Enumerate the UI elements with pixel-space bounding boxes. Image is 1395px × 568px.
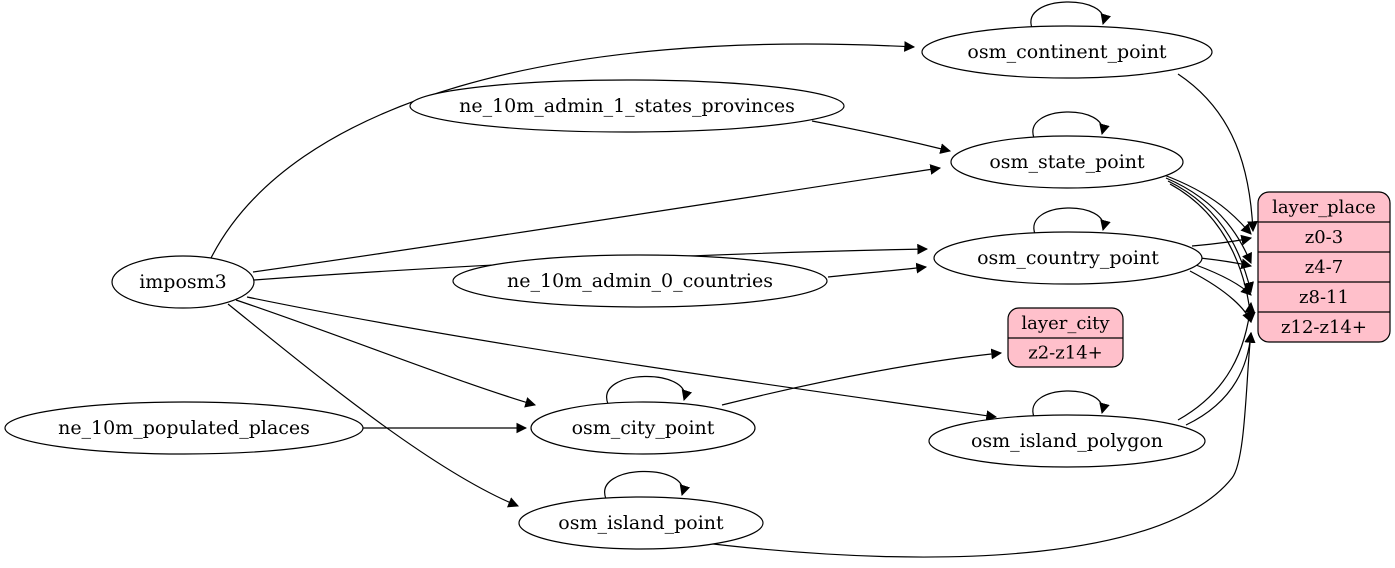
edge-osm_city_point-to-layer_city-z2-z14+ bbox=[721, 348, 1003, 406]
record-row-layer_place-z0-3: z0-3 bbox=[1305, 227, 1343, 248]
edge-osm_island_polygon-to-osm_island_polygon bbox=[1032, 390, 1110, 418]
edge-imposm3-to-osm_island_polygon bbox=[246, 296, 998, 421]
record-title-layer_place: layer_place bbox=[1272, 197, 1376, 218]
node-ellipse-osm_city_point bbox=[530, 401, 756, 455]
node-label-ne_10m_admin_0_countries: ne_10m_admin_0_countries bbox=[507, 270, 773, 292]
node-osm_island_polygon: osm_island_polygon bbox=[928, 414, 1206, 468]
edges-layer bbox=[209, 1, 1258, 558]
edge-osm_state_point-to-osm_state_point bbox=[1032, 111, 1110, 139]
node-label-osm_island_point: osm_island_point bbox=[558, 512, 724, 534]
node-label-osm_continent_point: osm_continent_point bbox=[967, 41, 1167, 63]
record-layer_place: layer_place z0-3 z4-7 z8-11 z12-z14+ bbox=[1257, 191, 1391, 343]
edge-osm_city_point-to-osm_city_point bbox=[606, 375, 693, 405]
edge-osm_country_point-to-layer_place-z4-7 bbox=[1199, 257, 1253, 270]
edge-osm_island_point-to-layer_place-z12-z14+ bbox=[695, 331, 1256, 558]
record-title-layer_city: layer_city bbox=[1021, 313, 1110, 334]
node-label-imposm3: imposm3 bbox=[139, 271, 227, 293]
node-ne_10m_populated_places: ne_10m_populated_places bbox=[4, 401, 364, 455]
node-osm_continent_point: osm_continent_point bbox=[921, 25, 1213, 79]
edge-osm_state_point-to-layer_place-z4-7 bbox=[1165, 177, 1252, 264]
node-ellipse-osm_continent_point bbox=[921, 25, 1213, 79]
edge-osm_state_point-to-layer_place-z0-3 bbox=[1163, 174, 1252, 235]
edge-osm_country_point-to-layer_place-z8-11 bbox=[1195, 264, 1252, 296]
record-box-layer_place bbox=[1257, 191, 1391, 343]
node-ellipse-osm_island_polygon bbox=[928, 414, 1206, 468]
node-label-osm_island_polygon: osm_island_polygon bbox=[971, 430, 1163, 452]
edge-imposm3-to-osm_state_point bbox=[252, 164, 942, 273]
edge-osm_country_point-to-layer_place-z0-3 bbox=[1191, 234, 1253, 247]
node-label-ne_10m_populated_places: ne_10m_populated_places bbox=[58, 417, 310, 439]
record-row-layer_place-z12-z14+: z12-z14+ bbox=[1281, 317, 1367, 338]
node-osm_country_point: osm_country_point bbox=[933, 231, 1203, 285]
edge-osm_country_point-to-layer_place-z12-z14+ bbox=[1189, 270, 1253, 323]
edge-osm_island_point-to-osm_island_point bbox=[604, 470, 691, 500]
node-osm_city_point: osm_city_point bbox=[530, 401, 756, 455]
node-imposm3: imposm3 bbox=[111, 255, 255, 309]
record-row-layer_city-z2-z14+: z2-z14+ bbox=[1028, 343, 1103, 364]
node-label-ne_10m_admin_1_states_provinces: ne_10m_admin_1_states_provinces bbox=[459, 95, 795, 117]
edge-osm_continent_point-to-layer_place-z0-3 bbox=[1177, 73, 1258, 233]
record-layer_city: layer_city z2-z14+ bbox=[1007, 307, 1124, 368]
node-ne_10m_admin_0_countries: ne_10m_admin_0_countries bbox=[452, 254, 828, 308]
edge-osm_island_polygon-to-layer_place-z8-11 bbox=[1177, 301, 1256, 421]
node-ellipse-ne_10m_admin_1_states_provinces bbox=[409, 79, 845, 133]
node-label-osm_country_point: osm_country_point bbox=[977, 247, 1159, 269]
edge-imposm3-to-osm_island_point bbox=[227, 303, 519, 508]
edge-ne_10m_admin_0_countries-to-osm_country_point bbox=[827, 262, 928, 278]
node-ellipse-ne_10m_admin_0_countries bbox=[452, 254, 828, 308]
node-osm_state_point: osm_state_point bbox=[950, 135, 1184, 189]
edge-osm_country_point-to-osm_country_point bbox=[1033, 207, 1111, 235]
edge-osm_continent_point-to-osm_continent_point bbox=[1030, 1, 1111, 29]
node-ellipse-osm_country_point bbox=[933, 231, 1203, 285]
nodes-layer: imposm3 ne_10m_admin_1_states_provincesne… bbox=[4, 25, 1391, 550]
node-ellipse-imposm3 bbox=[111, 255, 255, 309]
record-row-layer_place-z4-7: z4-7 bbox=[1305, 257, 1343, 278]
node-label-osm_city_point: osm_city_point bbox=[572, 417, 715, 439]
edge-osm_state_point-to-layer_place-z8-11 bbox=[1167, 180, 1254, 294]
node-label-osm_state_point: osm_state_point bbox=[989, 151, 1145, 173]
record-row-layer_place-z8-11: z8-11 bbox=[1299, 287, 1349, 308]
edge-imposm3-to-osm_continent_point bbox=[209, 41, 916, 261]
node-ellipse-osm_island_point bbox=[518, 496, 764, 550]
node-ellipse-osm_state_point bbox=[950, 135, 1184, 189]
edge-imposm3-to-osm_city_point bbox=[235, 299, 537, 408]
node-ne_10m_admin_1_states_provinces: ne_10m_admin_1_states_provinces bbox=[409, 79, 845, 133]
node-ellipse-ne_10m_populated_places bbox=[4, 401, 364, 455]
edge-ne_10m_admin_1_states_provinces-to-osm_state_point bbox=[811, 120, 952, 154]
node-osm_island_point: osm_island_point bbox=[518, 496, 764, 550]
